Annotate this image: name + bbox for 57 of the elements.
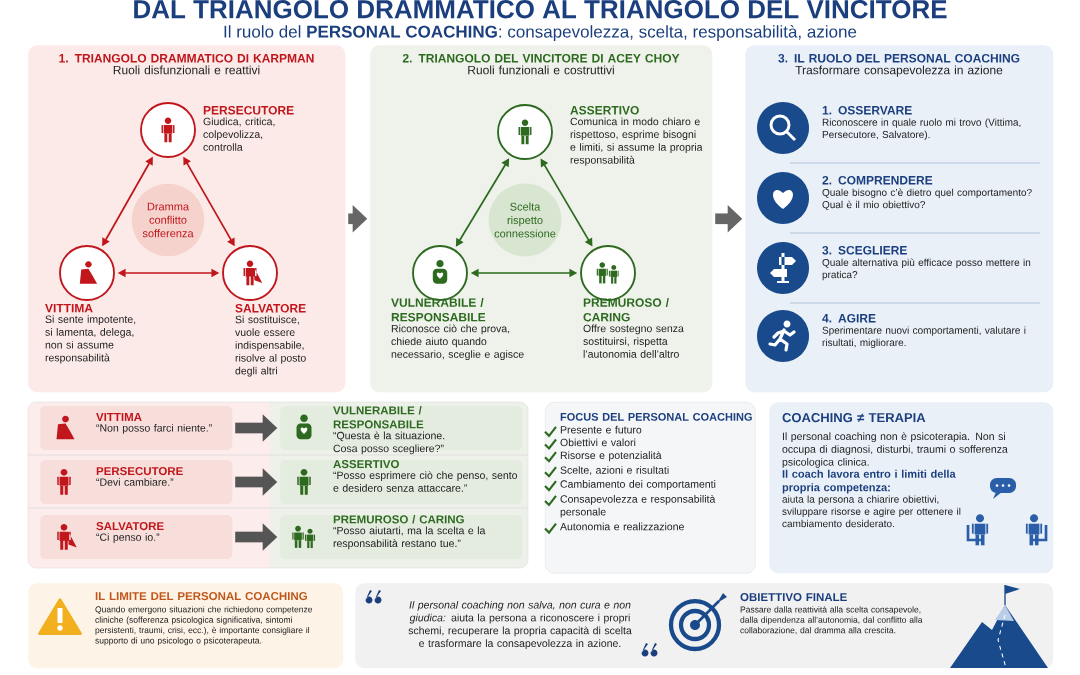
role-title: VITTIMA: [45, 304, 93, 313]
panel-subtitle: Trasformare consapevolezza in azione: [795, 65, 1003, 77]
checklist-item: Risorse e potenzialità: [560, 451, 662, 462]
quote-text: “Devi cambiare.”: [96, 478, 174, 486]
subtitle: Il ruolo del PERSONAL COACHING: consapevolezza, scelta, responsabilità, azione: [224, 25, 857, 42]
step-description: Quale bisogno c’è dietro quel comportamento? Qual è il mio obiettivo?: [822, 188, 1032, 210]
role-description: Giudica, critica, colpevolizza, controlla: [203, 117, 275, 151]
panel-heading: 2. TRIANGOLO DEL VINCITORE DI ACEY CHOY: [402, 54, 680, 63]
role-title: ASSERTIVO: [333, 460, 399, 469]
quote-text: “Questa è la situazione. Cosa posso scegliere?”: [333, 431, 445, 455]
paragraph: Passare dalla reattività alla scelta consapevole, dalla dipendenza all’autonomia, dal conflitto alla collaborazione, dal dramma alla crescita.: [740, 606, 923, 635]
role-title: VITTIMA: [96, 413, 142, 421]
quote-text: “Ci penso io.”: [96, 533, 160, 543]
title: DAL TRIANGOLO DRAMMATICO AL TRIANGOLO DEL VINCITORE: [134, 0, 947, 19]
checklist-item: Obiettivi e valori: [560, 438, 636, 447]
panel-heading: IL LIMITE DEL PERSONAL COACHING: [95, 592, 307, 601]
paragraph: aiuta la persona a chiarire obiettivi, sviluppare risorse e agire per ottenere il cambiamento desiderato.: [782, 495, 961, 528]
quote-text: “Posso esprimere ciò che penso, sento e desidero senza attaccare.”: [333, 471, 518, 492]
quote-text: Il personal coaching non salva, non cura e non giudica: aiuta la persona a riconoscere i propri schemi, recuperare la propria capacità di scelta e trasformare la consapevolezza in azione.: [408, 600, 632, 650]
panel-subtitle: Ruoli funzionali e costruttivi: [468, 65, 614, 75]
role-title: SALVATORE: [96, 522, 164, 531]
role-title: PREMUROSO / CARING: [333, 515, 464, 524]
highlight-text: Il coach lavora entro i limiti della propria competenza:: [782, 469, 956, 494]
checklist-item: Autonomia e realizzazione: [560, 522, 684, 531]
role-title: PREMUROSO / CARING: [583, 298, 669, 322]
step-description: Quale alternativa più efficace posso mettere in pratica?: [822, 258, 1031, 281]
quote-text: “Posso aiutarti, ma la scelta e la responsabilità restano tue.”: [333, 526, 486, 550]
panel-heading: FOCUS DEL PERSONAL COACHING: [560, 413, 752, 421]
role-description: Riconosce ciò che prova, chiede aiuto quando necessario, sceglie e agisce: [391, 324, 524, 360]
panel-heading: COACHING ≠ TERAPIA: [782, 413, 926, 423]
step-title: 1. OSSERVARE: [822, 106, 912, 115]
role-description: Si sente impotente, si lamenta, delega, non si assume responsabilità: [45, 315, 136, 364]
role-title: PERSECUTORE: [96, 467, 183, 476]
role-title: VULNERABILE / RESPONSABILE: [333, 406, 424, 429]
step-description: Riconoscere in quale ruolo mi trovo (Vittima, Persecutore, Salvatore).: [822, 118, 1021, 140]
checklist-item: Cambiamento dei comportamenti: [560, 480, 716, 490]
role-description: Offre sostegno senza sostituirsi, rispetta l’autonomia dell’altro: [583, 324, 684, 358]
checklist-item: Consapevolezza e responsabilità personale: [560, 494, 716, 518]
step-title: 2. COMPRENDERE: [822, 176, 933, 185]
panel-heading: 3. IL RUOLO DEL PERSONAL COACHING: [778, 54, 1020, 63]
panel-heading: OBIETTIVO FINALE: [740, 593, 847, 602]
paragraph: Quando emergono situazioni che richiedono competenze cliniche (sofferenza psicologica significativa, sintomi persistenti, traumi, crisi, ecc.), è importante consigliare il supporto di uno psicologo o psicoterapeuta.: [95, 606, 313, 646]
panel-heading: 1. TRIANGOLO DRAMMATICO DI KARPMAN: [59, 54, 314, 63]
checklist-item: Presente e futuro: [560, 425, 642, 434]
step-description: Sperimentare nuovi comportamenti, valutare i risultati, migliorare.: [822, 326, 1026, 348]
role-title: PERSECUTORE: [203, 106, 294, 115]
step-title: 3. SCEGLIERE: [822, 246, 907, 255]
role-title: ASSERTIVO: [570, 106, 639, 115]
role-description: Si sostituisce, vuole essere indispensabile, risolve al posto degli altri: [235, 315, 306, 377]
quote-text: “Non posso farci niente.”: [96, 423, 212, 434]
role-title: VULNERABILE / RESPONSABILE: [391, 298, 486, 322]
step-title: 4. AGIRE: [822, 314, 876, 323]
panel-subtitle: Ruoli disfunzionali e reattivi: [113, 65, 260, 75]
checklist-item: Scelte, azioni e risultati: [560, 466, 669, 476]
role-description: Comunica in modo chiaro e rispettoso, esprime bisogni e limiti, si assume la propria responsabilità: [570, 117, 703, 166]
paragraph: Il personal coaching non è psicoterapia. Non si occupa di diagnosi, disturbi, traumi o sofferenza psicologica clinica.: [782, 432, 1008, 468]
role-title: SALVATORE: [235, 304, 306, 313]
